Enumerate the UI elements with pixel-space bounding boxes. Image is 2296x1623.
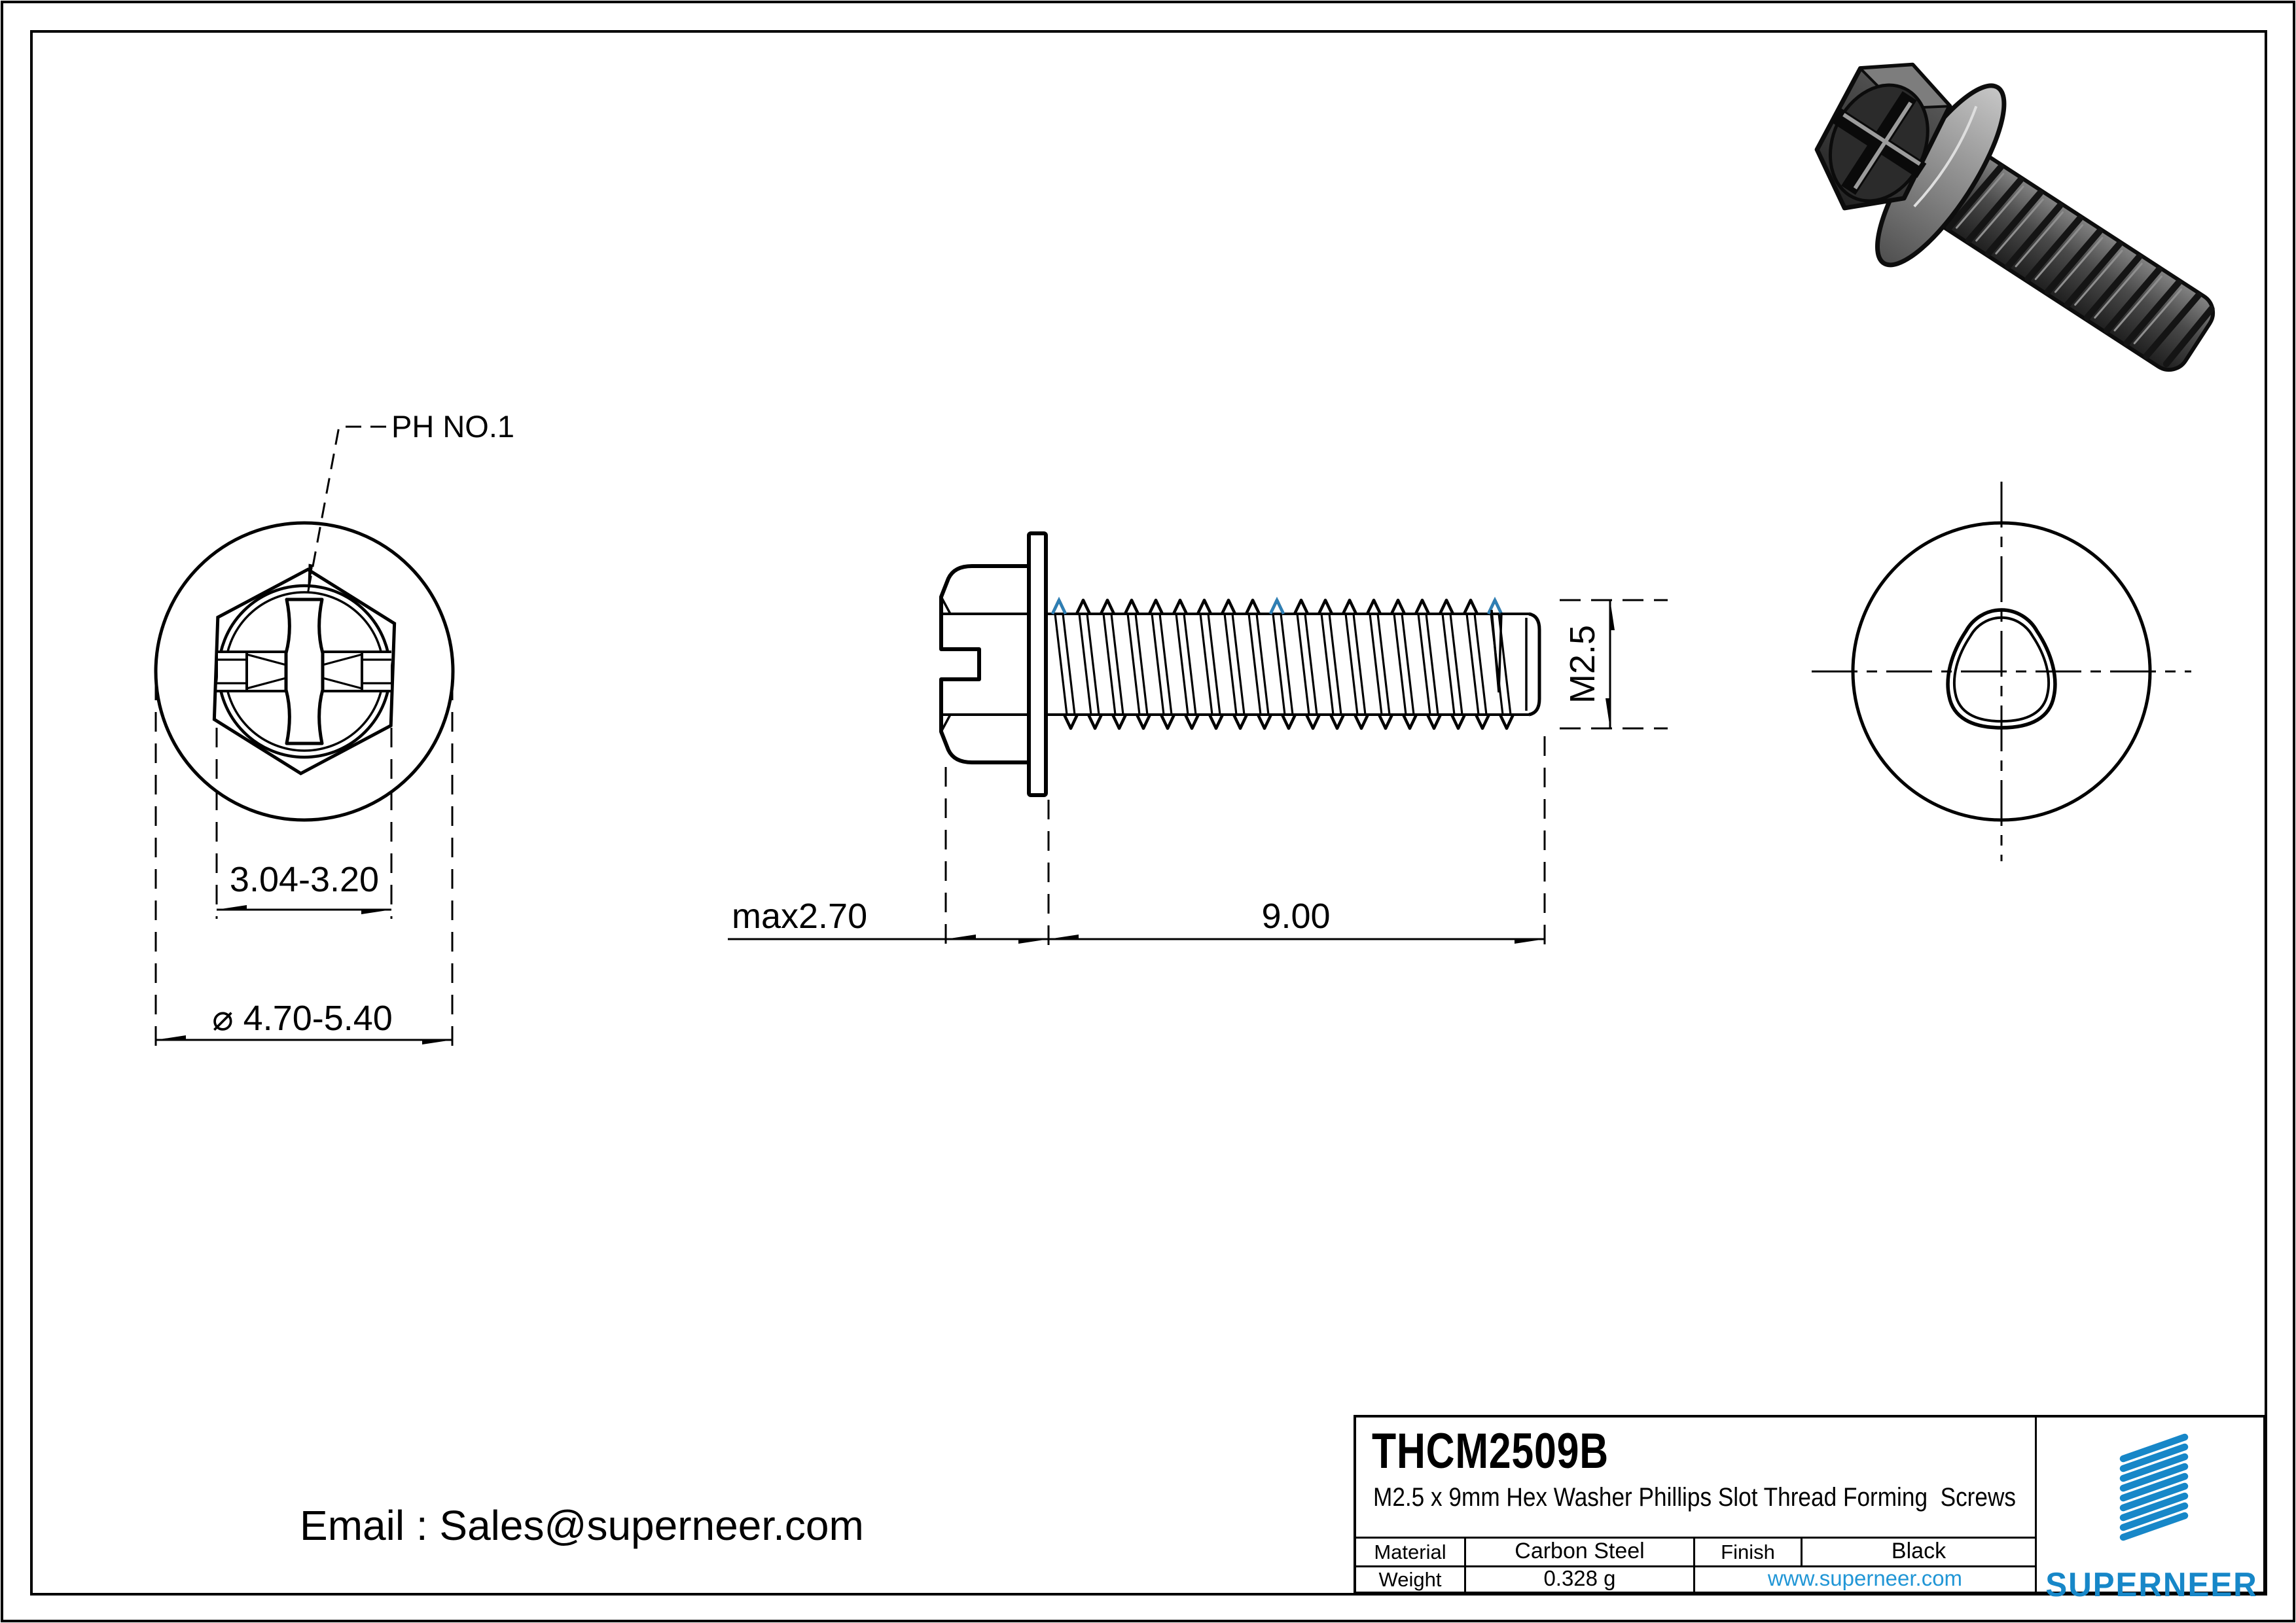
tb-divider-v1 <box>1464 1537 1466 1592</box>
brand-logo-stripes <box>2119 1433 2189 1541</box>
side-view <box>939 531 1541 797</box>
material-value: Carbon Steel <box>1515 1538 1645 1563</box>
brand-wordmark: SUPERNEER <box>2045 1566 2258 1604</box>
part-number: THCM2509B <box>1372 1423 1609 1479</box>
weight-label: Weight <box>1378 1567 1442 1591</box>
3d-cross-recess <box>1831 91 1927 195</box>
tb-divider-logo <box>2035 1418 2037 1592</box>
slot-recess <box>217 651 391 692</box>
dim-thread-size: M2.5 <box>1563 625 1602 704</box>
ph-leader-line <box>306 425 386 595</box>
3d-threads <box>1945 164 2215 368</box>
ph-callout: PH NO.1 <box>306 409 514 595</box>
tb-divider-h2 <box>1356 1565 2035 1567</box>
thread-pattern <box>1052 600 1513 728</box>
finish-value: Black <box>1891 1538 1946 1563</box>
part-description: M2.5 x 9mm Hex Washer Phillips Slot Thre… <box>1373 1483 2016 1512</box>
tb-divider-h1 <box>1356 1537 2035 1539</box>
material-label: Material <box>1374 1540 1446 1563</box>
brand-logo <box>2119 1433 2189 1541</box>
contact-email: Email : Sales@superneer.com <box>300 1502 864 1549</box>
ph-callout-label: PH NO.1 <box>391 409 514 444</box>
tb-divider-v3 <box>1801 1537 1803 1565</box>
front-view <box>154 521 455 822</box>
thread-runout <box>1490 609 1503 693</box>
thread-crest-accents <box>1050 596 1503 615</box>
3d-cross-highlight <box>1842 101 1922 190</box>
tb-divider-v2 <box>1693 1537 1695 1592</box>
side-head-facet-lines <box>941 613 1029 716</box>
tip-end <box>1528 612 1541 717</box>
website-link[interactable]: www.superneer.com <box>1767 1566 1963 1590</box>
dim-across-flats: 3.04-3.20 <box>230 860 379 899</box>
end-view <box>1812 482 2191 861</box>
screw-3d-render <box>1814 62 2215 372</box>
3d-thread-highlights <box>1955 173 2183 344</box>
side-washer-flange <box>1027 531 1048 797</box>
finish-label: Finish <box>1721 1540 1775 1563</box>
trilobular-section <box>1946 608 2057 730</box>
dim-head-height: max2.70 <box>732 897 867 936</box>
3d-washer-glint <box>1913 105 1978 207</box>
dim-washer-diameter: ⌀ 4.70-5.40 <box>212 999 393 1038</box>
washer-flange-circle <box>154 521 455 822</box>
3d-head <box>1814 62 1952 211</box>
inner-frame-border <box>30 30 2267 1596</box>
side-head-outline <box>939 564 1029 764</box>
side-head-chamfers <box>940 596 952 732</box>
side-view-dimensions <box>728 599 1668 948</box>
title-block: THCM2509B M2.5 x 9mm Hex Washer Phillips… <box>1354 1415 2266 1604</box>
weight-value: 0.328 g <box>1543 1566 1616 1590</box>
phillips-cross-recess <box>284 597 325 745</box>
hex-head-outline <box>212 567 397 776</box>
shank-root-lines <box>1047 613 1529 716</box>
dim-thread-length: 9.00 <box>1261 897 1330 936</box>
front-view-dimensions <box>154 681 454 1050</box>
